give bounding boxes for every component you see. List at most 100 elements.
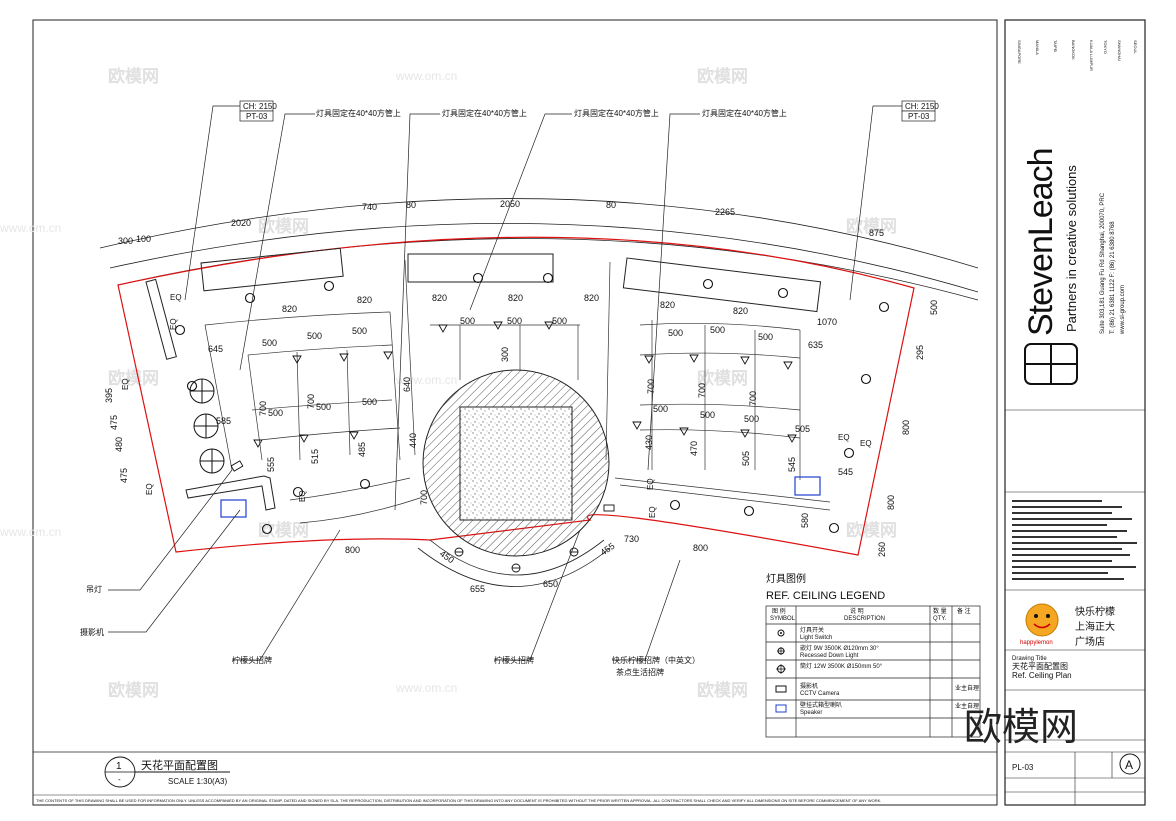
svg-text:SINGAPORE: SINGAPORE	[1017, 40, 1022, 64]
revision-letter: A	[1125, 758, 1133, 772]
svg-text:EQ: EQ	[646, 478, 655, 490]
svg-text:壁挂式箱型喇叭: 壁挂式箱型喇叭	[800, 701, 842, 709]
titleblock-drawing-title-en: Ref. Ceiling Plan	[1012, 671, 1072, 680]
sheet-border	[32, 19, 998, 806]
interior-dimensions: 820 820 820 820 820 820 820 500 500 500 …	[104, 293, 939, 594]
watermark-text: 欧模网	[697, 66, 748, 86]
finish-code-right: PT-03	[908, 112, 930, 121]
svg-text:2050: 2050	[500, 199, 520, 209]
watermark-text: 欧模网	[258, 216, 309, 236]
svg-text:说 明: 说 明	[850, 607, 864, 615]
sign-label: 柠檬头招牌	[494, 655, 534, 665]
watermark-text: 欧模网	[846, 216, 897, 236]
svg-text:730: 730	[624, 534, 639, 544]
fixing-note: 灯具固定在40*40方管上	[316, 108, 401, 118]
svg-text:485: 485	[357, 442, 367, 457]
svg-text:650: 650	[543, 579, 558, 589]
ceiling-legend: 灯具图例 REF. CEILING LEGEND 图 例 SYMBOL 说 明 …	[765, 572, 981, 738]
svg-text:EQ: EQ	[121, 378, 130, 390]
svg-text:2020: 2020	[231, 218, 251, 228]
svg-text:500: 500	[710, 325, 725, 335]
client-location: 广场店	[1075, 635, 1105, 648]
svg-text:820: 820	[432, 293, 447, 303]
svg-text:筒灯 12W 3500K Ø150mm 50°: 筒灯 12W 3500K Ø150mm 50°	[800, 662, 883, 670]
svg-text:EQ: EQ	[298, 490, 307, 502]
svg-text:500: 500	[653, 404, 668, 414]
watermark-layer: 欧模网 www.om.cn 欧模网 www.om.cn 欧模网 欧模网 欧模网 …	[0, 66, 897, 700]
drawing-title-bubble: 1 - 天花平面配置图 SCALE 1:30(A3)	[104, 756, 230, 788]
svg-text:820: 820	[584, 293, 599, 303]
svg-text:740: 740	[362, 202, 377, 212]
svg-text:EQ: EQ	[860, 439, 872, 448]
svg-text:SYMBOL: SYMBOL	[770, 616, 796, 622]
svg-text:500: 500	[929, 300, 939, 315]
svg-text:500: 500	[668, 328, 683, 338]
top-dimension-arcs	[99, 198, 979, 301]
svg-text:515: 515	[310, 449, 320, 464]
svg-text:505: 505	[795, 424, 810, 434]
svg-text:820: 820	[357, 295, 372, 305]
watermark-big: 欧模网	[964, 707, 1078, 749]
office-cities: SINGAPORE MANILA TAIPEI BANGKOK KUALA LU…	[1017, 40, 1138, 71]
svg-text:475: 475	[119, 468, 129, 483]
notes-scribble	[1012, 500, 1137, 580]
svg-text:820: 820	[660, 300, 675, 310]
svg-text:EQ: EQ	[145, 483, 154, 495]
watermark-text: 欧模网	[697, 368, 748, 388]
revision-bubble	[1119, 753, 1141, 775]
office-web: www.sl-group.com	[1120, 285, 1126, 335]
svg-text:500: 500	[262, 338, 277, 348]
speaker-symbol	[775, 704, 787, 713]
svg-text:580: 580	[800, 513, 810, 528]
svg-text:555: 555	[266, 457, 276, 472]
titleblock-border	[1004, 19, 1146, 806]
callout-texts: CH: 2150 PT-03 CH: 2150 PT-03 灯具固定在40*40…	[80, 102, 939, 677]
svg-text:80: 80	[606, 200, 616, 210]
svg-text:BANGKOK: BANGKOK	[1071, 40, 1076, 60]
office-phone: T: (86) 21 6381 1122 F: (86) 21 6380 876…	[1110, 221, 1116, 334]
switch-symbol	[777, 629, 785, 637]
titleblock: SINGAPORE MANILA TAIPEI BANGKOK KUALA LU…	[1005, 40, 1145, 805]
svg-text:300: 300	[500, 347, 510, 362]
svg-text:700: 700	[748, 391, 758, 406]
svg-text:700: 700	[258, 401, 268, 416]
svg-text:DESCRIPTION: DESCRIPTION	[844, 616, 885, 622]
watermark-text: 欧模网	[108, 66, 159, 86]
svg-text:500: 500	[460, 316, 475, 326]
brand-tagline: Partners in creative solutions	[1064, 165, 1079, 332]
svg-text:800: 800	[886, 495, 896, 510]
watermark-url: www.om.cn	[0, 221, 61, 235]
svg-text:800: 800	[345, 545, 360, 555]
svg-text:MANILA: MANILA	[1035, 40, 1040, 55]
svg-text:700: 700	[646, 379, 656, 394]
sign-label: 快乐柠檬招牌（中英文）	[612, 655, 700, 665]
svg-text:500: 500	[362, 397, 377, 407]
sign-label: 茶点生活招牌	[616, 667, 664, 677]
svg-text:KUALA LUMPUR: KUALA LUMPUR	[1089, 40, 1094, 71]
svg-text:Recessed Down Light: Recessed Down Light	[800, 653, 859, 659]
svg-text:TOKYO: TOKYO	[1103, 40, 1108, 54]
svg-text:800: 800	[901, 420, 911, 435]
footer-disclaimer: THE CONTENTS OF THIS DRAWING SHALL BE US…	[36, 798, 881, 803]
track-spotlights	[253, 321, 797, 448]
svg-text:500: 500	[700, 410, 715, 420]
watermark-url: www.om.cn	[395, 69, 457, 83]
svg-text:QTY.: QTY.	[933, 616, 947, 622]
camera-label: 摄影机	[80, 627, 104, 637]
svg-text:SEOUL: SEOUL	[1133, 40, 1138, 54]
svg-text:440: 440	[408, 433, 418, 448]
svg-text:470: 470	[689, 441, 699, 456]
svg-text:500: 500	[758, 332, 773, 342]
svg-text:EQ: EQ	[648, 506, 657, 518]
svg-text:585: 585	[216, 416, 231, 426]
client-logo-text: happylemon	[1020, 640, 1053, 646]
client-location: 上海正大	[1075, 620, 1115, 633]
svg-text:475: 475	[109, 415, 119, 430]
pendant-lights	[189, 378, 225, 474]
ch-tags	[239, 100, 936, 122]
pendant-label: 吊灯	[86, 584, 102, 594]
svg-text:645: 645	[208, 344, 223, 354]
cctv-cameras	[230, 460, 615, 512]
svg-text:80: 80	[406, 200, 416, 210]
